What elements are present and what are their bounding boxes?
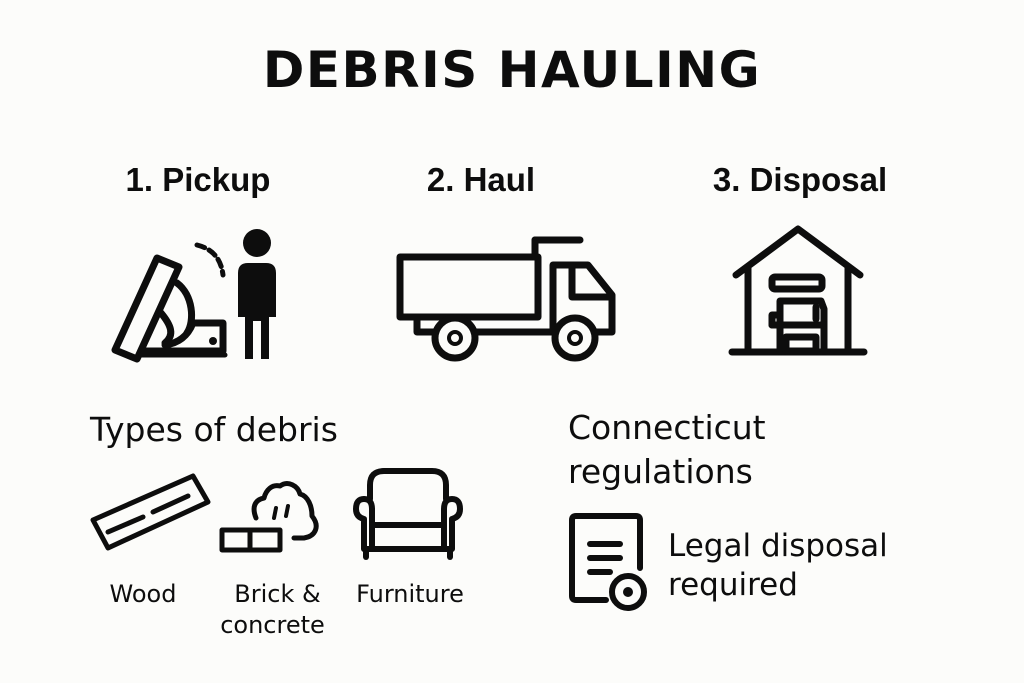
debris-item-brick-label-line1: Brick & bbox=[234, 580, 321, 608]
debris-item-furniture-label: Furniture bbox=[356, 580, 464, 608]
wood-plank-icon bbox=[88, 472, 213, 557]
document-seal-icon bbox=[568, 512, 653, 612]
armchair-icon bbox=[352, 465, 463, 565]
step-disposal-label: 3. Disposal bbox=[712, 161, 888, 198]
disposal-facility-icon bbox=[728, 225, 868, 357]
regulations-note-line2: required bbox=[668, 567, 798, 603]
regulations-heading-line2: regulations bbox=[568, 452, 753, 491]
debris-types-heading: Types of debris bbox=[90, 410, 338, 449]
page-title: DEBRIS HAULING bbox=[262, 41, 762, 99]
pickup-icon bbox=[105, 225, 295, 365]
dump-truck-icon bbox=[395, 235, 620, 365]
step-pickup-label: 1. Pickup bbox=[125, 161, 271, 198]
step-haul-label: 2. Haul bbox=[426, 161, 536, 198]
regulations-note-line1: Legal disposal bbox=[668, 528, 888, 564]
brick-concrete-icon bbox=[218, 478, 328, 558]
debris-item-brick-label-line2: concrete bbox=[220, 611, 325, 639]
debris-item-wood-label: Wood bbox=[109, 580, 177, 608]
regulations-heading-line1: Connecticut bbox=[568, 408, 766, 447]
